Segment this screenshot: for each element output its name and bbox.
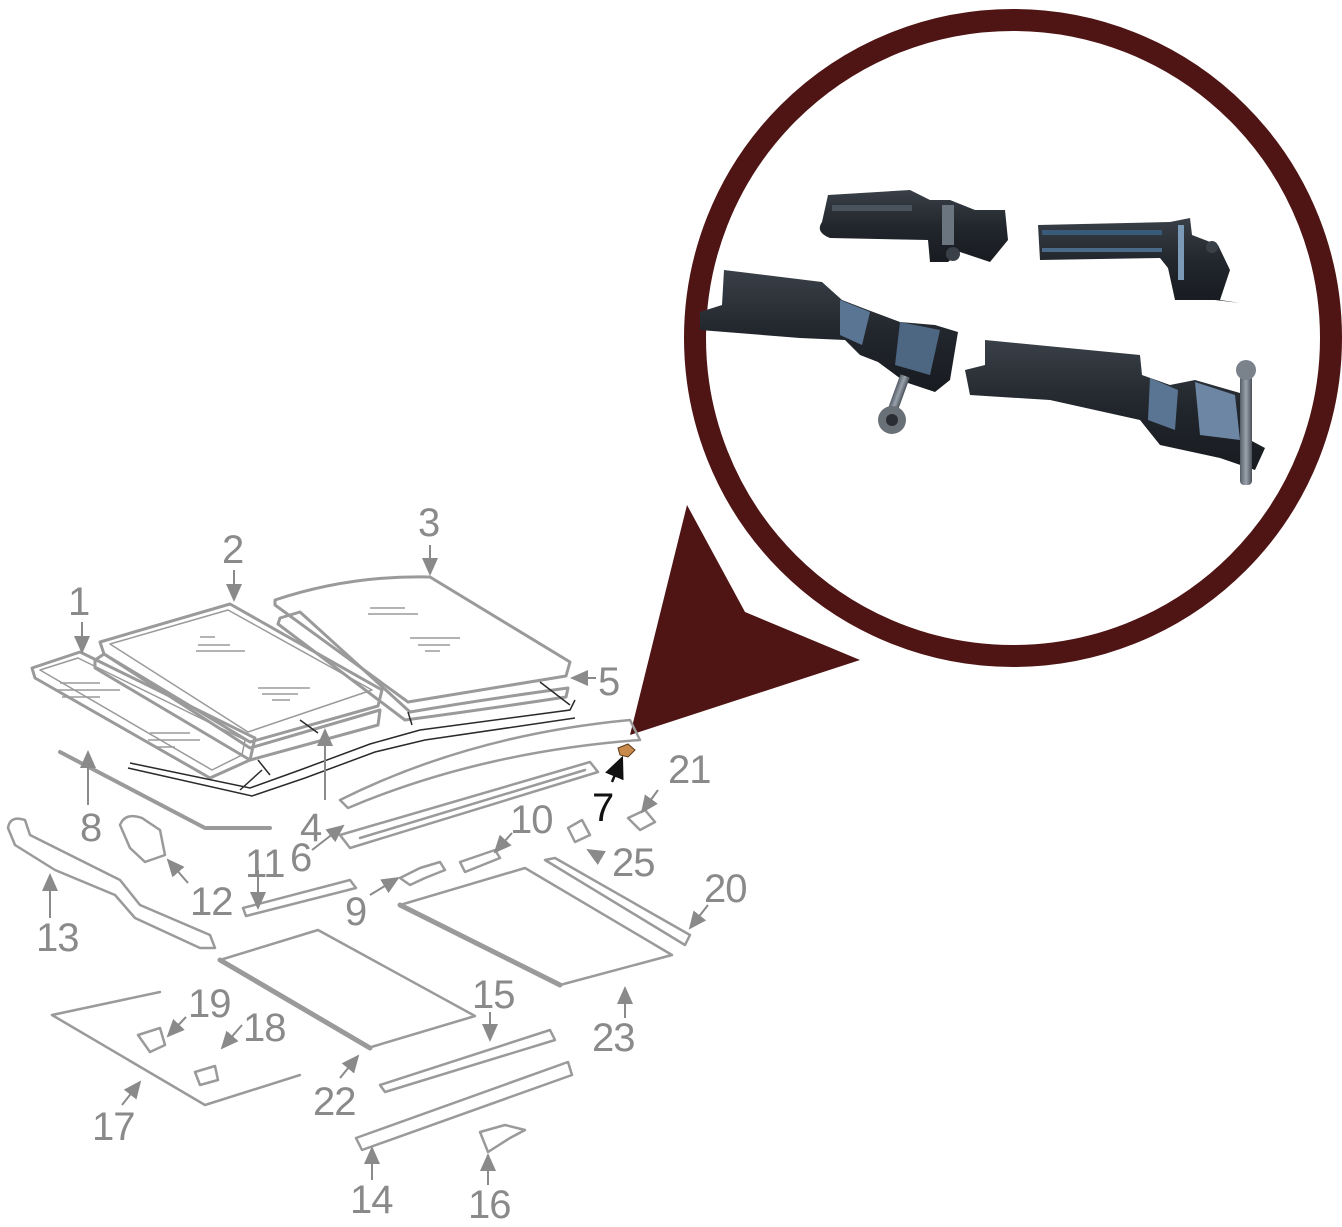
photo-guide-slider-bottom-left	[700, 270, 958, 434]
label-16: 16	[468, 1183, 511, 1227]
label-23: 23	[592, 1016, 635, 1060]
part-12-motor	[118, 814, 167, 864]
label-20: 20	[704, 867, 747, 911]
label-22: 22	[313, 1080, 356, 1124]
part-18-clip	[193, 1064, 220, 1087]
part-25-clip	[566, 818, 592, 844]
callout-pointer	[630, 505, 860, 735]
label-10: 10	[510, 798, 553, 842]
label-19: 19	[188, 982, 231, 1026]
part-19-clip	[136, 1026, 167, 1054]
part-17-seal	[50, 990, 302, 1107]
callout	[630, 9, 1342, 735]
part-4-frame	[129, 699, 576, 789]
part-11-part	[241, 878, 358, 918]
label-15: 15	[472, 973, 515, 1017]
label-17: 17	[92, 1105, 135, 1149]
photo-guide-slider-top-left	[819, 190, 1008, 262]
label-7: 7	[592, 786, 614, 830]
label-4: 4	[300, 806, 322, 850]
part-8-cable	[58, 750, 272, 830]
part-16-bracket	[478, 1123, 527, 1154]
photo-guide-slider-top-right	[1038, 218, 1240, 303]
label-8: 8	[80, 806, 102, 850]
part-15-rail	[378, 1028, 557, 1094]
label-5: 5	[598, 660, 620, 704]
label-18: 18	[243, 1006, 286, 1050]
label-9: 9	[345, 890, 367, 934]
label-6: 6	[290, 836, 312, 880]
label-21: 21	[668, 748, 711, 792]
label-1: 1	[68, 580, 90, 624]
label-11: 11	[245, 842, 286, 886]
part-14-rail	[354, 1060, 574, 1152]
part-7-guide-slider	[617, 743, 636, 758]
label-13: 13	[36, 916, 79, 960]
part-13-tube	[6, 817, 217, 950]
part-21-clip	[626, 808, 657, 832]
label-2: 2	[222, 528, 244, 572]
label-14: 14	[350, 1178, 393, 1222]
part-9-bracket	[398, 860, 447, 887]
part-10-bracket	[458, 848, 502, 874]
label-12: 12	[190, 880, 233, 924]
label-25: 25	[612, 841, 655, 885]
part-20-rail	[543, 856, 692, 947]
callout-ring	[684, 9, 1342, 667]
label-3: 3	[418, 501, 440, 545]
part-6-rail	[338, 760, 600, 850]
photo-guide-slider-bottom-right	[965, 340, 1265, 485]
